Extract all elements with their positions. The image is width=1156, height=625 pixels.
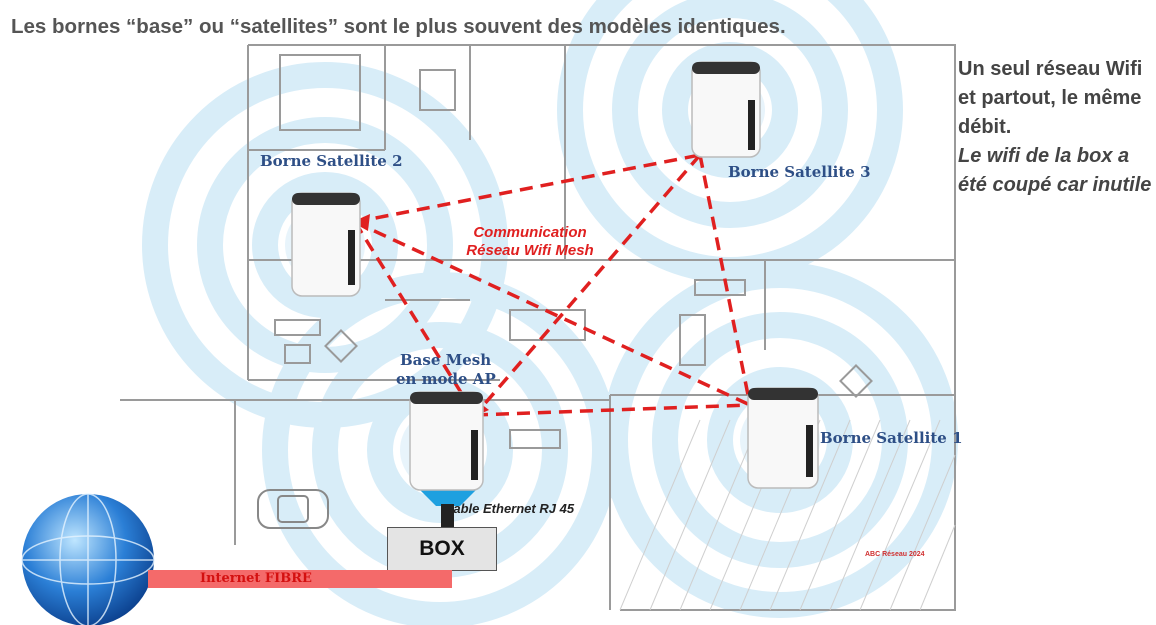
- wifi-coverage-waves: [142, 0, 958, 625]
- label-satellite-3: Borne Satellite 3: [728, 163, 871, 181]
- mesh-router-icon: [291, 192, 361, 297]
- car-icon: [257, 489, 329, 529]
- internet-box: BOX: [387, 527, 497, 571]
- mesh-router-icon: [409, 391, 484, 491]
- side-note-text: Un seul réseau Wifi et partout, le même …: [958, 58, 1143, 138]
- floor-plan: [120, 44, 956, 611]
- internet-fibre-bar: Internet FIBRE: [148, 570, 452, 588]
- mesh-communication-label: Communication Réseau Wifi Mesh: [450, 224, 610, 260]
- side-note: Un seul réseau Wifi et partout, le même …: [958, 55, 1153, 200]
- label-satellite-2: Borne Satellite 2: [260, 152, 403, 170]
- mesh-links: [353, 153, 752, 417]
- mesh-router-icon: [691, 61, 761, 158]
- label-base-mesh: Base Mesh: [400, 351, 492, 369]
- ethernet-cable: [418, 488, 478, 530]
- mesh-label-line2: Réseau Wifi Mesh: [466, 242, 594, 259]
- copyright: ABC Réseau 2024: [865, 551, 925, 558]
- label-satellite-1: Borne Satellite 1: [820, 429, 963, 447]
- mesh-label-line1: Communication: [473, 224, 587, 241]
- ethernet-label: Cable Ethernet RJ 45: [444, 501, 575, 516]
- label-base-mode: en mode AP: [396, 370, 496, 388]
- headline: Les bornes “base” ou “satellites” sont l…: [11, 15, 786, 38]
- side-note-italic: Le wifi de la box a été coupé car inutil…: [958, 145, 1152, 196]
- mesh-router-icon: [747, 387, 819, 489]
- globe-icon: [21, 493, 155, 625]
